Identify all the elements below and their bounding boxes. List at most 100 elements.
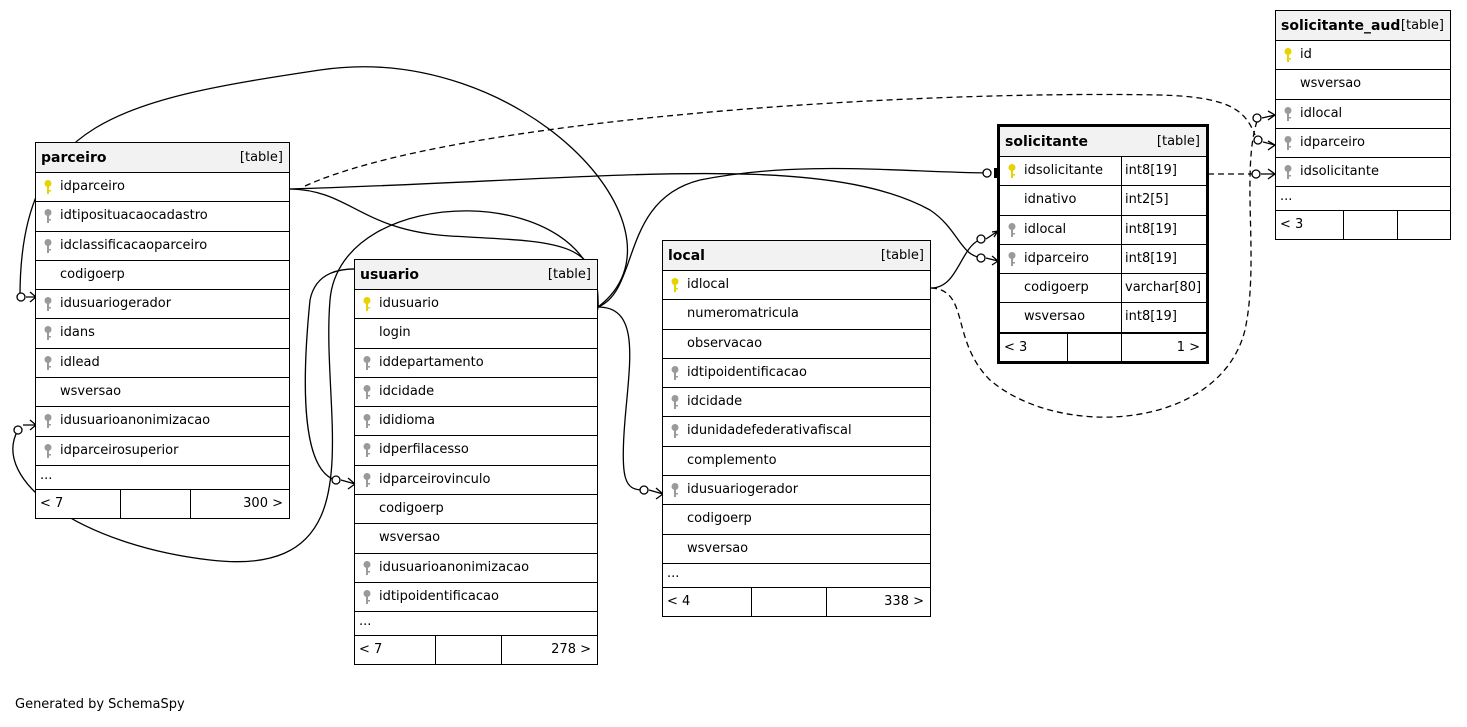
foreign-key-icon: [670, 365, 680, 381]
foreign-key-icon: [1007, 222, 1017, 238]
column-row[interactable]: wsversao: [663, 535, 930, 564]
children-count[interactable]: 1 >: [1176, 339, 1200, 355]
foreign-key-icon: [362, 384, 372, 400]
column-name: idlead: [60, 354, 100, 370]
column-row[interactable]: idlead: [36, 349, 289, 379]
edge-usuario-solicitante: [597, 167, 989, 308]
column-row[interactable]: idparceiro: [1276, 129, 1450, 159]
generated-by-credit[interactable]: Generated by SchemaSpy: [15, 697, 185, 712]
marker-circle: [1252, 113, 1262, 123]
parents-count[interactable]: < 7: [40, 495, 64, 511]
column-row[interactable]: idparceiro: [36, 173, 289, 203]
column-row[interactable]: idunidadefederativafiscal: [663, 417, 930, 447]
column-row[interactable]: observacao: [663, 330, 930, 359]
primary-key-icon: [1283, 47, 1293, 63]
column-row[interactable]: idsolicitante: [1276, 158, 1450, 188]
parents-count[interactable]: < 4: [667, 593, 691, 609]
children-count[interactable]: 300 >: [243, 495, 283, 511]
column-row[interactable]: idperfilacesso: [355, 436, 597, 466]
column-row[interactable]: ididioma: [355, 407, 597, 437]
column-row[interactable]: idusuarioanonimizacao: [36, 407, 289, 437]
edge-aud-idlocal-local: [930, 117, 1259, 418]
marker-circle: [982, 168, 992, 178]
more-columns[interactable]: ...: [663, 564, 930, 588]
column-row[interactable]: codigoerp: [663, 505, 930, 535]
column-row[interactable]: idcidade: [355, 378, 597, 408]
column-row[interactable]: idtipoidentificacao: [663, 359, 930, 389]
column-row[interactable]: idusuario: [355, 290, 597, 320]
column-row[interactable]: wsversao: [355, 524, 597, 554]
column-row[interactable]: idparceirovinculo: [355, 466, 597, 496]
column-name: idcidade: [687, 394, 743, 410]
foreign-key-icon: [1283, 164, 1293, 180]
column-row[interactable]: codigoerp: [36, 261, 289, 291]
column-row[interactable]: idtipoidentificacao: [355, 583, 597, 613]
column-row[interactable]: iddepartamento: [355, 349, 597, 378]
edge-aud-idparceiro-parceiro: [304, 93, 1256, 187]
foreign-key-icon: [362, 560, 372, 576]
column-row[interactable]: login: [355, 319, 597, 349]
column-row[interactable]: idtiposituacaocadastro: [36, 202, 289, 232]
foreign-key-icon: [362, 355, 372, 371]
table-header: usuario [table]: [355, 260, 597, 290]
parents-count[interactable]: < 3: [1004, 339, 1028, 355]
column-row[interactable]: idcidade: [663, 388, 930, 418]
column-datatype: int8[19]: [1121, 303, 1177, 332]
table-name: solicitante_aud: [1281, 18, 1401, 34]
column-row[interactable]: id: [1276, 41, 1450, 71]
parents-count[interactable]: < 3: [1280, 217, 1304, 233]
primary-key-icon: [43, 179, 53, 195]
column-row[interactable]: idusuariogerador: [36, 290, 289, 320]
column-name: wsversao: [379, 530, 441, 546]
column-name: complemento: [687, 452, 777, 468]
column-row[interactable]: idusuarioanonimizacao: [355, 554, 597, 583]
column-datatype: int8[19]: [1121, 244, 1177, 274]
parents-count[interactable]: < 7: [359, 642, 383, 658]
column-name: idusuariogerador: [60, 296, 172, 312]
table-header: local [table]: [663, 241, 930, 271]
table-footer: < 4 338 >: [663, 587, 930, 616]
column-name: idsolicitante: [1300, 164, 1379, 180]
foreign-key-icon: [43, 296, 53, 312]
column-row[interactable]: idlocal: [663, 271, 930, 301]
foreign-key-icon: [43, 208, 53, 224]
more-columns[interactable]: ...: [1276, 187, 1450, 212]
table-footer: < 3 1 >: [1000, 332, 1206, 361]
more-columns[interactable]: ...: [355, 612, 597, 637]
column-name: id: [1300, 47, 1312, 62]
crowsfoot: [1262, 140, 1277, 151]
marker-circle: [16, 292, 26, 302]
column-row[interactable]: idlocal: [1276, 100, 1450, 129]
column-row[interactable]: idusuariogerador: [663, 476, 930, 506]
column-row[interactable]: idans: [36, 319, 289, 349]
column-row[interactable]: codigoerp: [355, 495, 597, 525]
children-count[interactable]: 278 >: [551, 642, 591, 658]
column-name: wsversao: [687, 540, 749, 556]
column-row[interactable]: numeromatricula: [663, 300, 930, 330]
column-row[interactable]: complemento: [663, 447, 930, 477]
column-row[interactable]: idclassificacaoparceiro: [36, 232, 289, 261]
column-row[interactable]: wsversao: [1276, 70, 1450, 100]
column-datatype: int8[19]: [1121, 215, 1177, 244]
column-row[interactable]: idparceirosuperior: [36, 437, 289, 466]
column-row[interactable]: wsversao: [36, 378, 289, 408]
more-columns[interactable]: ...: [36, 466, 289, 490]
column-name: idusuarioanonimizacao: [379, 559, 530, 575]
primary-key-icon: [1007, 163, 1017, 179]
marker-circle: [1251, 169, 1261, 179]
edge-parceiro-idusuarioanonimizacao-usuario: [12, 210, 599, 563]
foreign-key-icon: [43, 325, 53, 341]
children-count[interactable]: 338 >: [884, 593, 924, 609]
